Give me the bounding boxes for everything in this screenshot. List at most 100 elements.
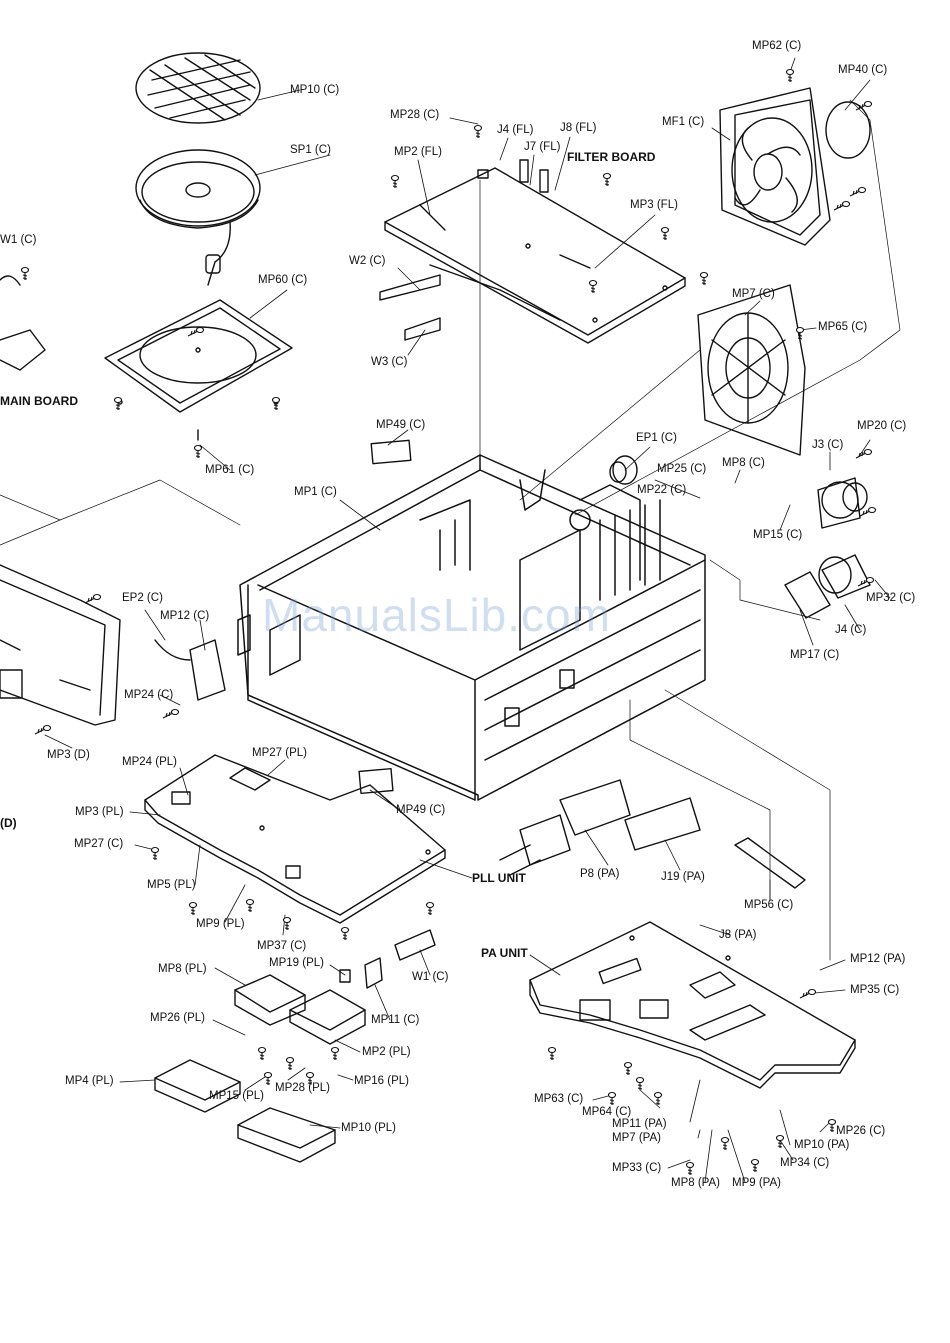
shield-mp10pl [237,1107,336,1163]
screw-icon [602,172,612,186]
label-mp7-c: MP7 (C) [732,288,775,300]
grille-disc-mp10 [135,52,261,124]
ribbon-cable-w2-w3 [379,274,441,341]
chassis-mp1 [237,454,706,801]
pad-mp49-top [370,439,412,465]
screw-icon [635,1076,645,1090]
label-mp9-pa: MP9 (PA) [732,1177,781,1189]
screw-icon [855,448,873,459]
watermark: ManualsLib.com [262,589,611,641]
screw-icon [855,100,873,111]
label-w1-c-bottom: W1 (C) [412,971,449,983]
shield-mp8-mp2 [234,974,366,1045]
strip-w1 [394,929,436,961]
label-mp56-c: MP56 (C) [744,899,794,911]
label-mp63-c: MP63 (C) [534,1093,584,1105]
label-mp2-pl: MP2 (PL) [362,1046,411,1058]
pa-unit-board [529,921,856,1089]
leader-lines [44,57,891,1183]
screw-icon [390,174,400,188]
label-mp65-c: MP65 (C) [818,321,868,333]
screw-icon [588,279,598,293]
screw-icon [660,226,670,240]
screw-icon [857,576,875,587]
screw-icon [799,988,817,999]
label-j3-c: J3 (C) [812,439,844,451]
label-j8-fl: J8 (FL) [560,122,597,134]
label-mp24-pl: MP24 (PL) [122,756,177,768]
label-mp62-c: MP62 (C) [752,40,802,52]
screw-icon [150,846,160,860]
screw-icon [849,186,867,197]
screw-icon [720,1136,730,1150]
label-mp8-pa: MP8 (PA) [671,1177,720,1189]
screw-icon [84,593,102,604]
label-mp19-pl: MP19 (PL) [269,957,324,969]
label-mp64-c: MP64 (C) [582,1106,632,1118]
front-panel-partial [0,564,121,726]
screw-icon [827,1118,837,1132]
shield-mp4 [154,1059,241,1113]
strip-mp56 [734,837,806,889]
connector-ep2-mp12 [154,639,226,701]
label-mp17-c: MP17 (C) [790,649,840,661]
label-mp3-pl: MP3 (PL) [75,806,124,818]
label-mp5-pl: MP5 (PL) [147,879,196,891]
screw-icon [607,1091,617,1105]
label-mp27-pl: MP27 (PL) [252,747,307,759]
label-mp61-c: MP61 (C) [205,464,255,476]
label-mp35-c: MP35 (C) [850,984,900,996]
label-mf1-c: MF1 (C) [662,116,705,128]
label-mp60-c: MP60 (C) [258,274,308,286]
screw-icon [623,1061,633,1075]
label-mp15-pl: MP15 (PL) [209,1090,264,1102]
label-mp8-pl: MP8 (PL) [158,963,207,975]
screw-icon [653,1091,663,1105]
label-ep2-c: EP2 (C) [122,592,163,604]
screw-icon [20,266,30,280]
bushing-ep1 [609,455,638,485]
screw-icon [547,1046,557,1060]
screw-icon [785,68,795,82]
label-mp49-c-top: MP49 (C) [376,419,426,431]
screw-icon [193,444,203,458]
label-j7-fl: J7 (FL) [524,141,561,153]
label-mp10-c: MP10 (C) [290,84,340,96]
label-mp15-c: MP15 (C) [753,529,803,541]
label-mp40-c: MP40 (C) [838,64,888,76]
disc-mp40 [825,101,871,159]
label-d: (D) [0,816,17,830]
pll-unit-board [144,754,446,924]
label-mp12-c: MP12 (C) [160,610,210,622]
screw-icon [833,200,851,211]
label-w3-c: W3 (C) [371,356,408,368]
label-mp32-c: MP32 (C) [866,592,916,604]
label-ep1-c: EP1 (C) [636,432,677,444]
label-mp28-pl: MP28 (PL) [275,1082,330,1094]
connector-j3 [817,477,868,529]
label-mp10-pa: MP10 (PA) [794,1139,850,1151]
label-filter-board: FILTER BOARD [567,150,656,164]
screw-icon [473,124,483,138]
label-mp26-c: MP26 (C) [836,1125,886,1137]
screw-icon [340,926,350,940]
label-mp24-c: MP24 (C) [124,689,174,701]
label-mp34-c: MP34 (C) [780,1157,830,1169]
fan-mf1 [719,87,831,246]
filter-board [384,159,686,344]
label-mp37-c: MP37 (C) [257,940,307,952]
label-mp4-pl: MP4 (PL) [65,1075,114,1087]
label-mp27-c: MP27 (C) [74,838,124,850]
label-mp12-pa: MP12 (PA) [850,953,906,965]
bracket-mp11 [364,957,383,989]
pad-mp49-bottom [358,767,394,795]
label-w2-c: W2 (C) [349,255,386,267]
label-mp3-d: MP3 (D) [47,749,90,761]
screw-icon [305,1071,315,1085]
label-mp11-pa: MP11 (PA) [612,1118,667,1130]
screw-icon [187,326,205,337]
screw-icon [188,901,198,915]
